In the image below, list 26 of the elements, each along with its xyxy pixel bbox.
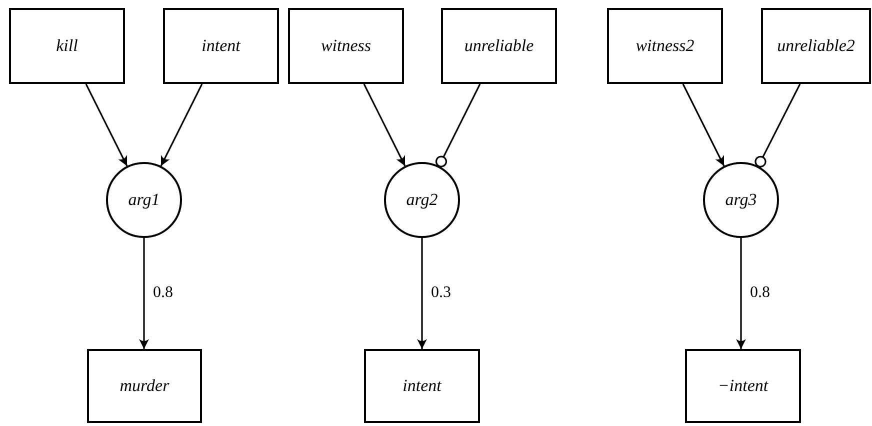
node-label: intent xyxy=(402,376,442,396)
node-label: arg2 xyxy=(406,190,438,210)
statement-box xyxy=(364,349,480,423)
node-label: murder xyxy=(120,376,170,396)
node-label: witness2 xyxy=(636,36,694,56)
statement-box xyxy=(163,8,279,84)
statement-box xyxy=(9,8,125,84)
node-label: unreliable xyxy=(464,36,534,56)
argument-circle xyxy=(703,162,779,238)
statement-box xyxy=(441,8,557,84)
statement-box xyxy=(607,8,723,84)
node-label: intent xyxy=(202,36,240,56)
node-label: −intent xyxy=(718,376,768,396)
attack-line xyxy=(435,84,481,168)
node-label: kill xyxy=(56,36,78,56)
statement-box xyxy=(87,349,202,423)
statement-box xyxy=(685,349,801,423)
argument-circle xyxy=(106,162,182,238)
node-label: arg3 xyxy=(725,190,757,210)
node-label: witness xyxy=(320,36,372,56)
statement-box xyxy=(761,8,871,84)
node-label: arg1 xyxy=(128,190,160,210)
statement-box xyxy=(288,8,404,84)
node-label: unreliable2 xyxy=(777,36,855,56)
attack-line xyxy=(754,84,801,168)
argument-circle xyxy=(384,162,460,238)
